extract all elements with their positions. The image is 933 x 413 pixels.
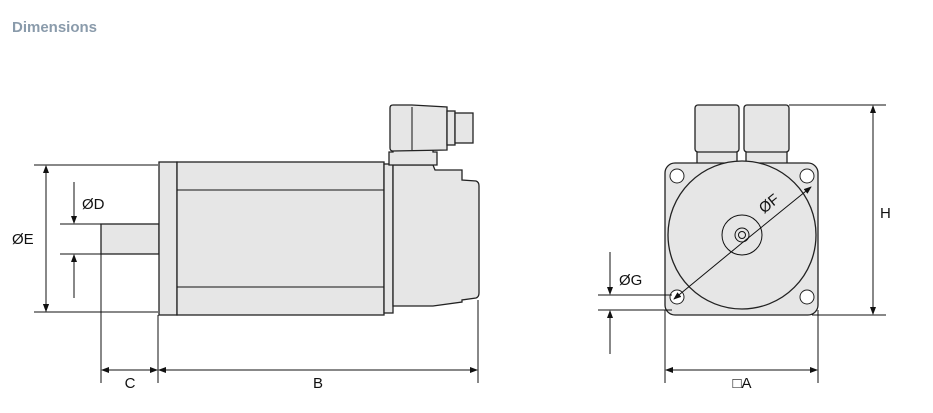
dimension-c-label: C xyxy=(125,375,136,392)
connector-right xyxy=(743,104,790,153)
dimension-c-b: C B xyxy=(100,254,479,392)
dimension-e: ØE xyxy=(12,164,158,313)
dimension-g-label: ØG xyxy=(619,272,642,289)
dimension-a-label: □A xyxy=(732,375,751,392)
connector-housing xyxy=(389,104,448,152)
mount-hole xyxy=(799,289,815,305)
dimension-d: ØD xyxy=(60,182,105,298)
connector-nut xyxy=(446,110,456,146)
motor-shaft xyxy=(100,223,160,255)
dimension-b-label: B xyxy=(313,375,323,392)
front-body-circle xyxy=(667,160,817,310)
encoder-housing xyxy=(392,164,480,307)
dimension-h: H xyxy=(789,104,891,316)
dimension-a: □A xyxy=(664,310,819,392)
dimension-e-label: ØE xyxy=(12,231,34,248)
motor-flange xyxy=(158,161,178,316)
dimension-h-label: H xyxy=(880,205,891,222)
motor-side-view xyxy=(100,104,480,316)
motor-body xyxy=(176,161,385,316)
motor-front-view xyxy=(664,104,819,316)
section-title: Dimensions xyxy=(12,19,98,36)
connector-left xyxy=(694,104,740,153)
connector-plug xyxy=(454,112,474,144)
mount-hole xyxy=(799,168,815,184)
mount-hole xyxy=(669,168,685,184)
motor-ring xyxy=(383,163,394,314)
dimension-g: ØG xyxy=(598,252,672,354)
dimension-d-label: ØD xyxy=(82,196,105,213)
